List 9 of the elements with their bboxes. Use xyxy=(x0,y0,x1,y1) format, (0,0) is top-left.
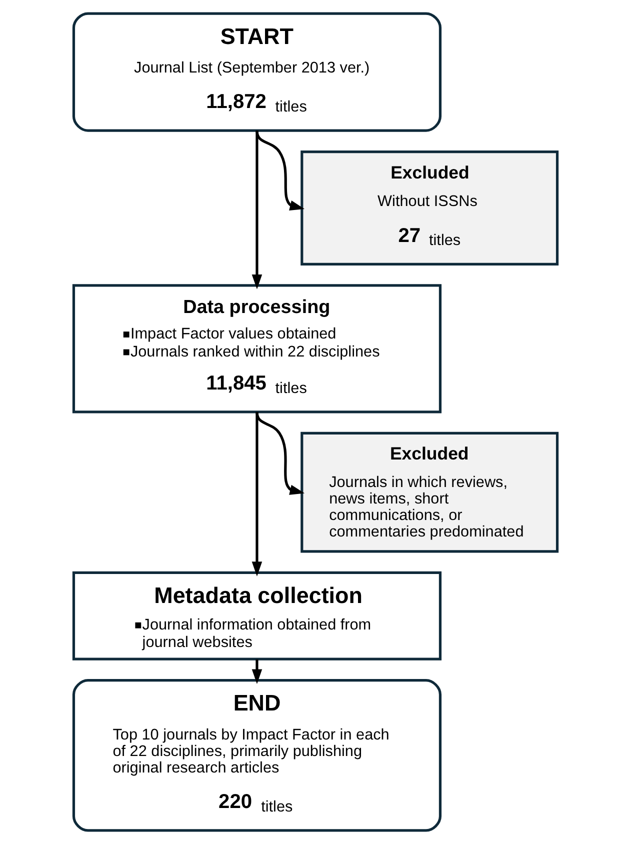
node-box: END Top 10 journals by Impact Factor in each of 22 disciplines, primarily publishing original research articles 220 titles xyxy=(72,679,442,832)
node-box: Metadata collection Journal information obtained from journal websites xyxy=(72,571,442,660)
node-box: Excluded Without ISSNs 27 titles xyxy=(300,150,558,266)
arrow xyxy=(251,130,262,290)
node-box: START Journal List (September 2013 ver.) 11,872 titles xyxy=(72,12,442,132)
node-box: Data processing Impact Factor values obtained Journals ranked within 22 disciplines 11,845 titles xyxy=(72,284,442,414)
arrow xyxy=(251,412,262,576)
arrow xyxy=(251,659,262,684)
node-box: Excluded Journals in which reviews, news items, short communications, or commentaries predominated xyxy=(300,432,558,553)
